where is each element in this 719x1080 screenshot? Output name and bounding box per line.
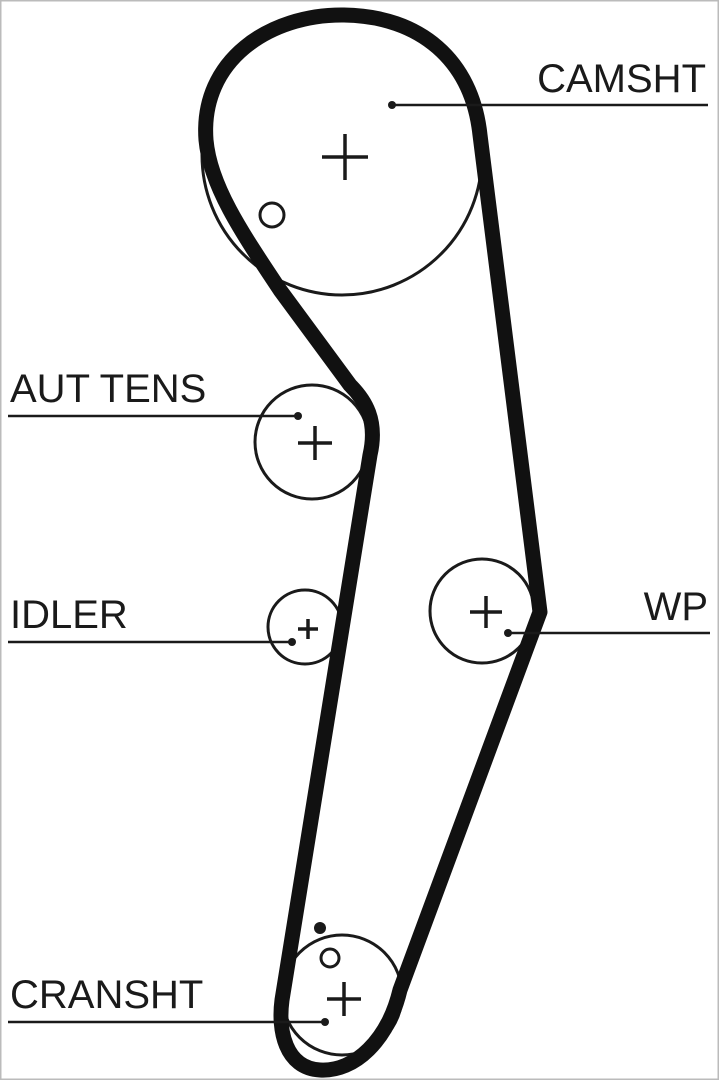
crankshaft-leader [8, 1018, 329, 1026]
camshaft-leader [388, 101, 708, 109]
crankshaft-reference-dot-icon [314, 922, 326, 934]
water-pump-plus-icon [470, 596, 502, 628]
water-pump-label: WP [644, 585, 708, 629]
camshaft-timing-mark-icon [258, 201, 286, 229]
tensioner-label: AUT TENS [10, 367, 206, 411]
idler-label: IDLER [10, 593, 128, 637]
tensioner-plus-icon [298, 426, 332, 460]
water-pump-leader [504, 629, 710, 637]
idler-leader [8, 638, 296, 646]
crankshaft-label: CRANSHT [10, 973, 203, 1017]
crankshaft-timing-mark-icon [319, 947, 341, 969]
crankshaft-plus-icon [327, 982, 361, 1016]
idler-plus-icon [298, 619, 318, 639]
timing-belt [198, 7, 548, 1078]
tensioner-leader [8, 412, 302, 420]
camshaft-label: CAMSHT [537, 57, 706, 101]
camshaft-plus-icon [322, 134, 368, 180]
